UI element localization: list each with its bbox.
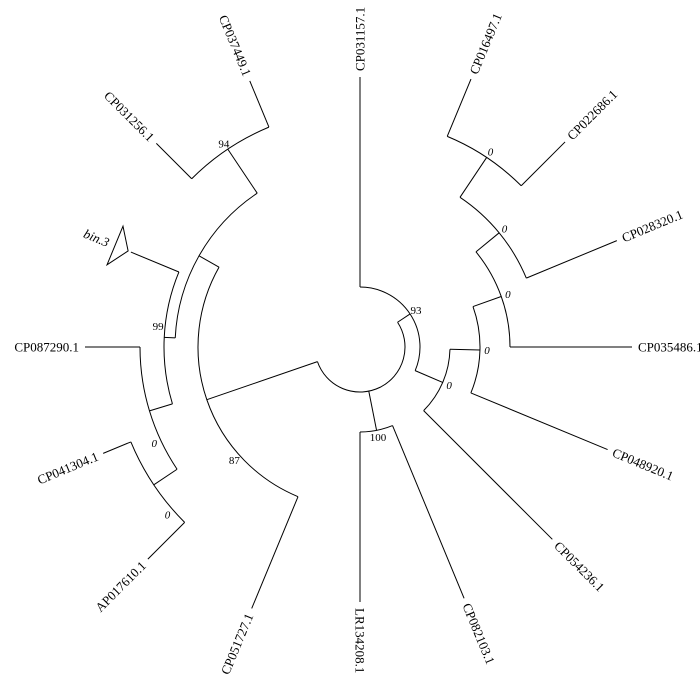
- clade-arc: [459, 196, 527, 279]
- clade-arc: [447, 135, 522, 187]
- taxon-label: CP022686.1: [564, 87, 620, 143]
- support-value: 0: [484, 345, 490, 357]
- taxon-label: CP087290.1: [14, 340, 79, 355]
- branch-line: [227, 148, 258, 194]
- clade-arc: [174, 192, 258, 338]
- support-value: 93: [410, 305, 422, 317]
- clade-arc: [163, 271, 180, 405]
- clade-arc: [470, 306, 481, 394]
- branch-line: [423, 410, 553, 540]
- branch-line: [130, 251, 180, 273]
- support-value: 0: [152, 438, 158, 450]
- clade-arc: [423, 349, 451, 411]
- branch-line: [392, 425, 465, 599]
- support-value: 87: [229, 455, 241, 467]
- taxon-label: CP037449.1: [216, 13, 255, 78]
- taxon-label: CP054236.1: [551, 538, 607, 594]
- support-value: 99: [153, 321, 165, 333]
- taxon-label: CP028320.1: [620, 207, 685, 246]
- support-value: 94: [218, 138, 230, 150]
- support-value: 0: [505, 289, 511, 301]
- support-value: 0: [502, 223, 508, 235]
- taxon-label: bin.3: [81, 226, 112, 250]
- taxon-label: CP082103.1: [459, 601, 498, 666]
- clade-arc: [197, 266, 299, 498]
- support-value: 100: [370, 432, 387, 444]
- branch-line: [102, 441, 132, 454]
- branch-line: [206, 361, 318, 401]
- clade-arc: [139, 346, 178, 470]
- clade-arc: [359, 286, 421, 371]
- branch-line: [459, 157, 488, 198]
- clade-arc: [130, 441, 185, 523]
- branch-line: [368, 391, 378, 431]
- branch-line: [526, 240, 618, 279]
- taxon-label: CP031256.1: [101, 88, 157, 144]
- taxon-label: AP017610.1: [92, 558, 149, 615]
- branch-line: [155, 142, 193, 180]
- branch-line: [446, 78, 472, 137]
- branch-line: [475, 232, 500, 253]
- support-value: 0: [446, 380, 452, 392]
- branch-line: [472, 295, 502, 308]
- clade-arc: [475, 251, 511, 348]
- branch-line: [198, 255, 220, 268]
- taxon-label: CP035486.1: [638, 340, 700, 355]
- branch-line: [149, 403, 173, 412]
- branch-line: [251, 496, 299, 609]
- support-value: 0: [165, 509, 171, 521]
- taxon-label: CP031157.1: [353, 7, 368, 71]
- clade-arc: [316, 321, 406, 393]
- collapsed-clade-triangle-icon: [105, 224, 129, 267]
- branch-line: [470, 392, 608, 451]
- taxon-label: LR134208.1: [353, 608, 368, 673]
- branch-line: [153, 468, 178, 486]
- taxon-label: CP016497.1: [466, 11, 505, 76]
- clade-arc: [191, 126, 270, 180]
- branch-line: [449, 348, 480, 351]
- branch-line: [397, 313, 411, 323]
- branch-line: [147, 522, 185, 560]
- taxon-label: CP051727.1: [218, 611, 257, 676]
- taxon-label: CP048920.1: [610, 445, 675, 484]
- support-value: 0: [488, 147, 494, 159]
- branch-line: [249, 80, 270, 128]
- branch-line: [520, 141, 566, 187]
- branch-line: [164, 336, 176, 339]
- clade-arc: [359, 425, 393, 433]
- branch-line: [414, 370, 443, 383]
- taxon-label: CP041304.1: [35, 449, 100, 488]
